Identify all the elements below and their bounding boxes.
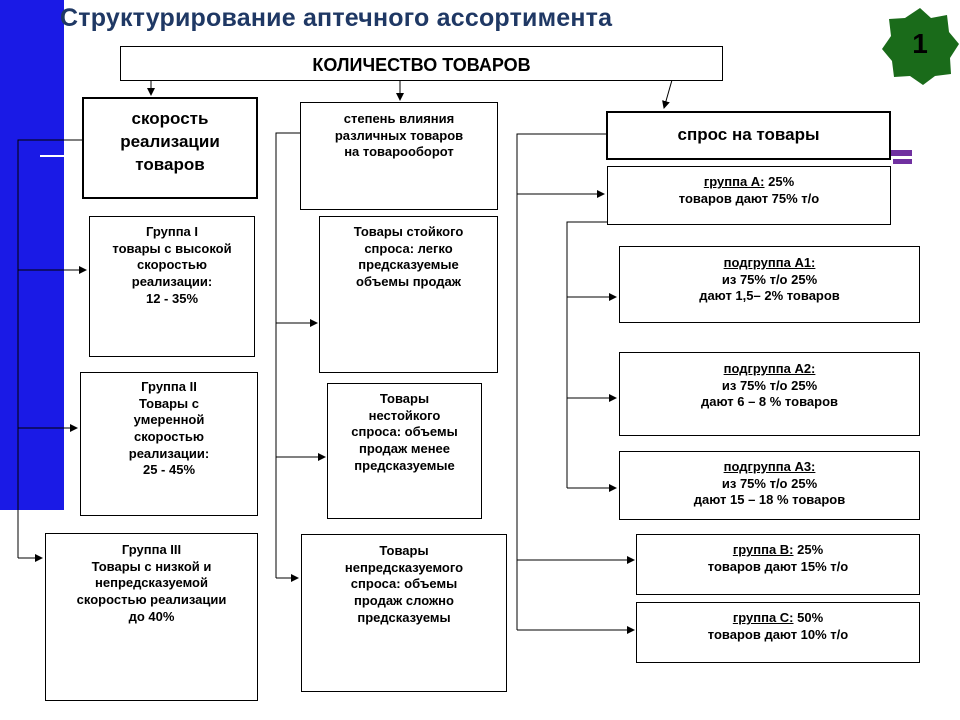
box-stable-demand: Товары стойкого спроса: легко предсказуе… <box>319 216 498 373</box>
influence-line-1: степень влияния <box>343 111 455 126</box>
group-1-line-3: скоростью <box>137 257 207 273</box>
group-3-line-2: Товары с низкой и <box>91 558 212 574</box>
box-group-1: Группа I товары с высокой скоростью реал… <box>89 216 255 357</box>
unpredictable-line-2: непредсказуемого <box>344 559 464 575</box>
unpredictable-line-3: спроса: объемы <box>350 576 458 592</box>
sales-speed-line-1: скорость <box>131 109 209 128</box>
subgroup-a3-name: подгруппа А3: <box>723 459 816 474</box>
top-box-quantity: КОЛИЧЕСТВО ТОВАРОВ <box>120 46 723 81</box>
group-2-line-6: 25 - 45% <box>142 462 196 478</box>
box-influence: степень влияния различных товаров на тов… <box>300 102 498 210</box>
group-a-percent: 25% <box>764 174 795 189</box>
group-c-line-1: группа С: 50% <box>637 610 919 627</box>
unpredictable-line-4: продаж сложно <box>354 592 454 608</box>
badge-number: 1 <box>912 28 928 59</box>
demand-label: спрос на товары <box>677 125 820 144</box>
box-group-2: Группа II Товары с умеренной скоростью р… <box>80 372 258 516</box>
subgroup-a3-line-2: из 75% т/о 25% <box>721 475 818 491</box>
unpredictable-line-1: Товары <box>379 543 429 558</box>
subgroup-a3-line-3: дают 15 – 18 % товаров <box>693 492 846 508</box>
group-3-line-1: Группа III <box>121 542 182 557</box>
subgroup-a2-name: подгруппа А2: <box>723 361 816 376</box>
accent-bar <box>0 0 64 510</box>
accent-stripe <box>40 155 90 157</box>
subgroup-a1-line-2: из 75% т/о 25% <box>721 271 818 287</box>
box-group-a: группа А: 25% товаров дают 75% т/о <box>607 166 891 225</box>
box-group-b: группа В: 25% товаров дают 15% т/о <box>636 534 920 595</box>
badge-octagon <box>882 8 959 85</box>
stable-line-4: объемы продаж <box>356 273 461 289</box>
subgroup-a2-line-2: из 75% т/о 25% <box>721 377 818 393</box>
unstable-line-3: спроса: объемы <box>351 424 458 440</box>
group-b-percent: 25% <box>793 542 824 557</box>
subgroup-a1-name: подгруппа А1: <box>723 255 816 270</box>
box-subgroup-a1: подгруппа А1: из 75% т/о 25% дают 1,5– 2… <box>619 246 920 323</box>
influence-line-2: различных товаров <box>334 127 464 143</box>
group-3-line-3: непредсказуемой <box>95 575 208 591</box>
group-2-line-5: реализации: <box>128 445 210 461</box>
sales-speed-line-2: реализации <box>120 131 220 151</box>
box-unpredictable-demand: Товары непредсказуемого спроса: объемы п… <box>301 534 507 692</box>
group-3-line-5: до 40% <box>128 608 175 624</box>
influence-line-3: на товарооборот <box>344 144 454 160</box>
group-a-name: группа А: <box>703 174 765 189</box>
group-2-line-3: умеренной <box>133 412 205 428</box>
box-subgroup-a3: подгруппа А3: из 75% т/о 25% дают 15 – 1… <box>619 451 920 520</box>
group-b-line-2: товаров дают 15% т/о <box>707 558 849 574</box>
unpredictable-line-5: предсказуемы <box>357 609 451 625</box>
stable-line-3: предсказуемые <box>358 257 459 273</box>
group-1-line-5: 12 - 35% <box>145 290 199 306</box>
group-2-line-4: скоростью <box>134 428 204 444</box>
stable-line-2: спроса: легко <box>364 240 453 256</box>
unstable-line-4: продаж менее <box>358 440 451 456</box>
group-3-line-4: скоростью реализации <box>76 591 227 607</box>
group-1-line-2: товары с высокой <box>112 240 232 256</box>
unstable-line-2: нестойкого <box>368 407 441 423</box>
group-2-line-2: Товары с <box>139 395 199 411</box>
group-b-line-1: группа В: 25% <box>637 542 919 559</box>
box-group-c: группа С: 50% товаров дают 10% т/о <box>636 602 920 663</box>
top-box-label: КОЛИЧЕСТВО ТОВАРОВ <box>312 55 531 75</box>
box-subgroup-a2: подгруппа А2: из 75% т/о 25% дают 6 – 8 … <box>619 352 920 436</box>
page-title: Структурирование аптечного ассортимента <box>60 4 613 32</box>
group-b-name: группа В: <box>732 542 794 557</box>
unstable-line-5: предсказуемые <box>354 457 455 473</box>
subgroup-a1-line-3: дают 1,5– 2% товаров <box>699 288 840 304</box>
group-a-line-1: группа А: 25% <box>608 174 890 191</box>
group-1-line-4: реализации: <box>131 273 213 289</box>
stable-line-1: Товары стойкого <box>353 224 464 239</box>
group-c-name: группа С: <box>732 610 794 625</box>
group-1-line-1: Группа I <box>145 224 199 239</box>
subgroup-a2-line-3: дают 6 – 8 % товаров <box>701 394 838 410</box>
group-c-percent: 50% <box>793 610 824 625</box>
box-group-3: Группа III Товары с низкой и непредсказу… <box>45 533 258 701</box>
purple-accent-1 <box>880 150 912 156</box>
group-c-line-2: товаров дают 10% т/о <box>707 626 849 642</box>
box-unstable-demand: Товары нестойкого спроса: объемы продаж … <box>327 383 482 519</box>
box-demand: спрос на товары <box>606 111 891 160</box>
purple-accent-2 <box>893 159 912 164</box>
group-2-line-1: Группа II <box>141 379 197 394</box>
unstable-line-1: Товары <box>379 391 430 406</box>
box-sales-speed: скорость реализации товаров <box>82 97 258 199</box>
group-a-line-2: товаров дают 75% т/о <box>678 190 820 206</box>
sales-speed-line-3: товаров <box>135 154 205 174</box>
